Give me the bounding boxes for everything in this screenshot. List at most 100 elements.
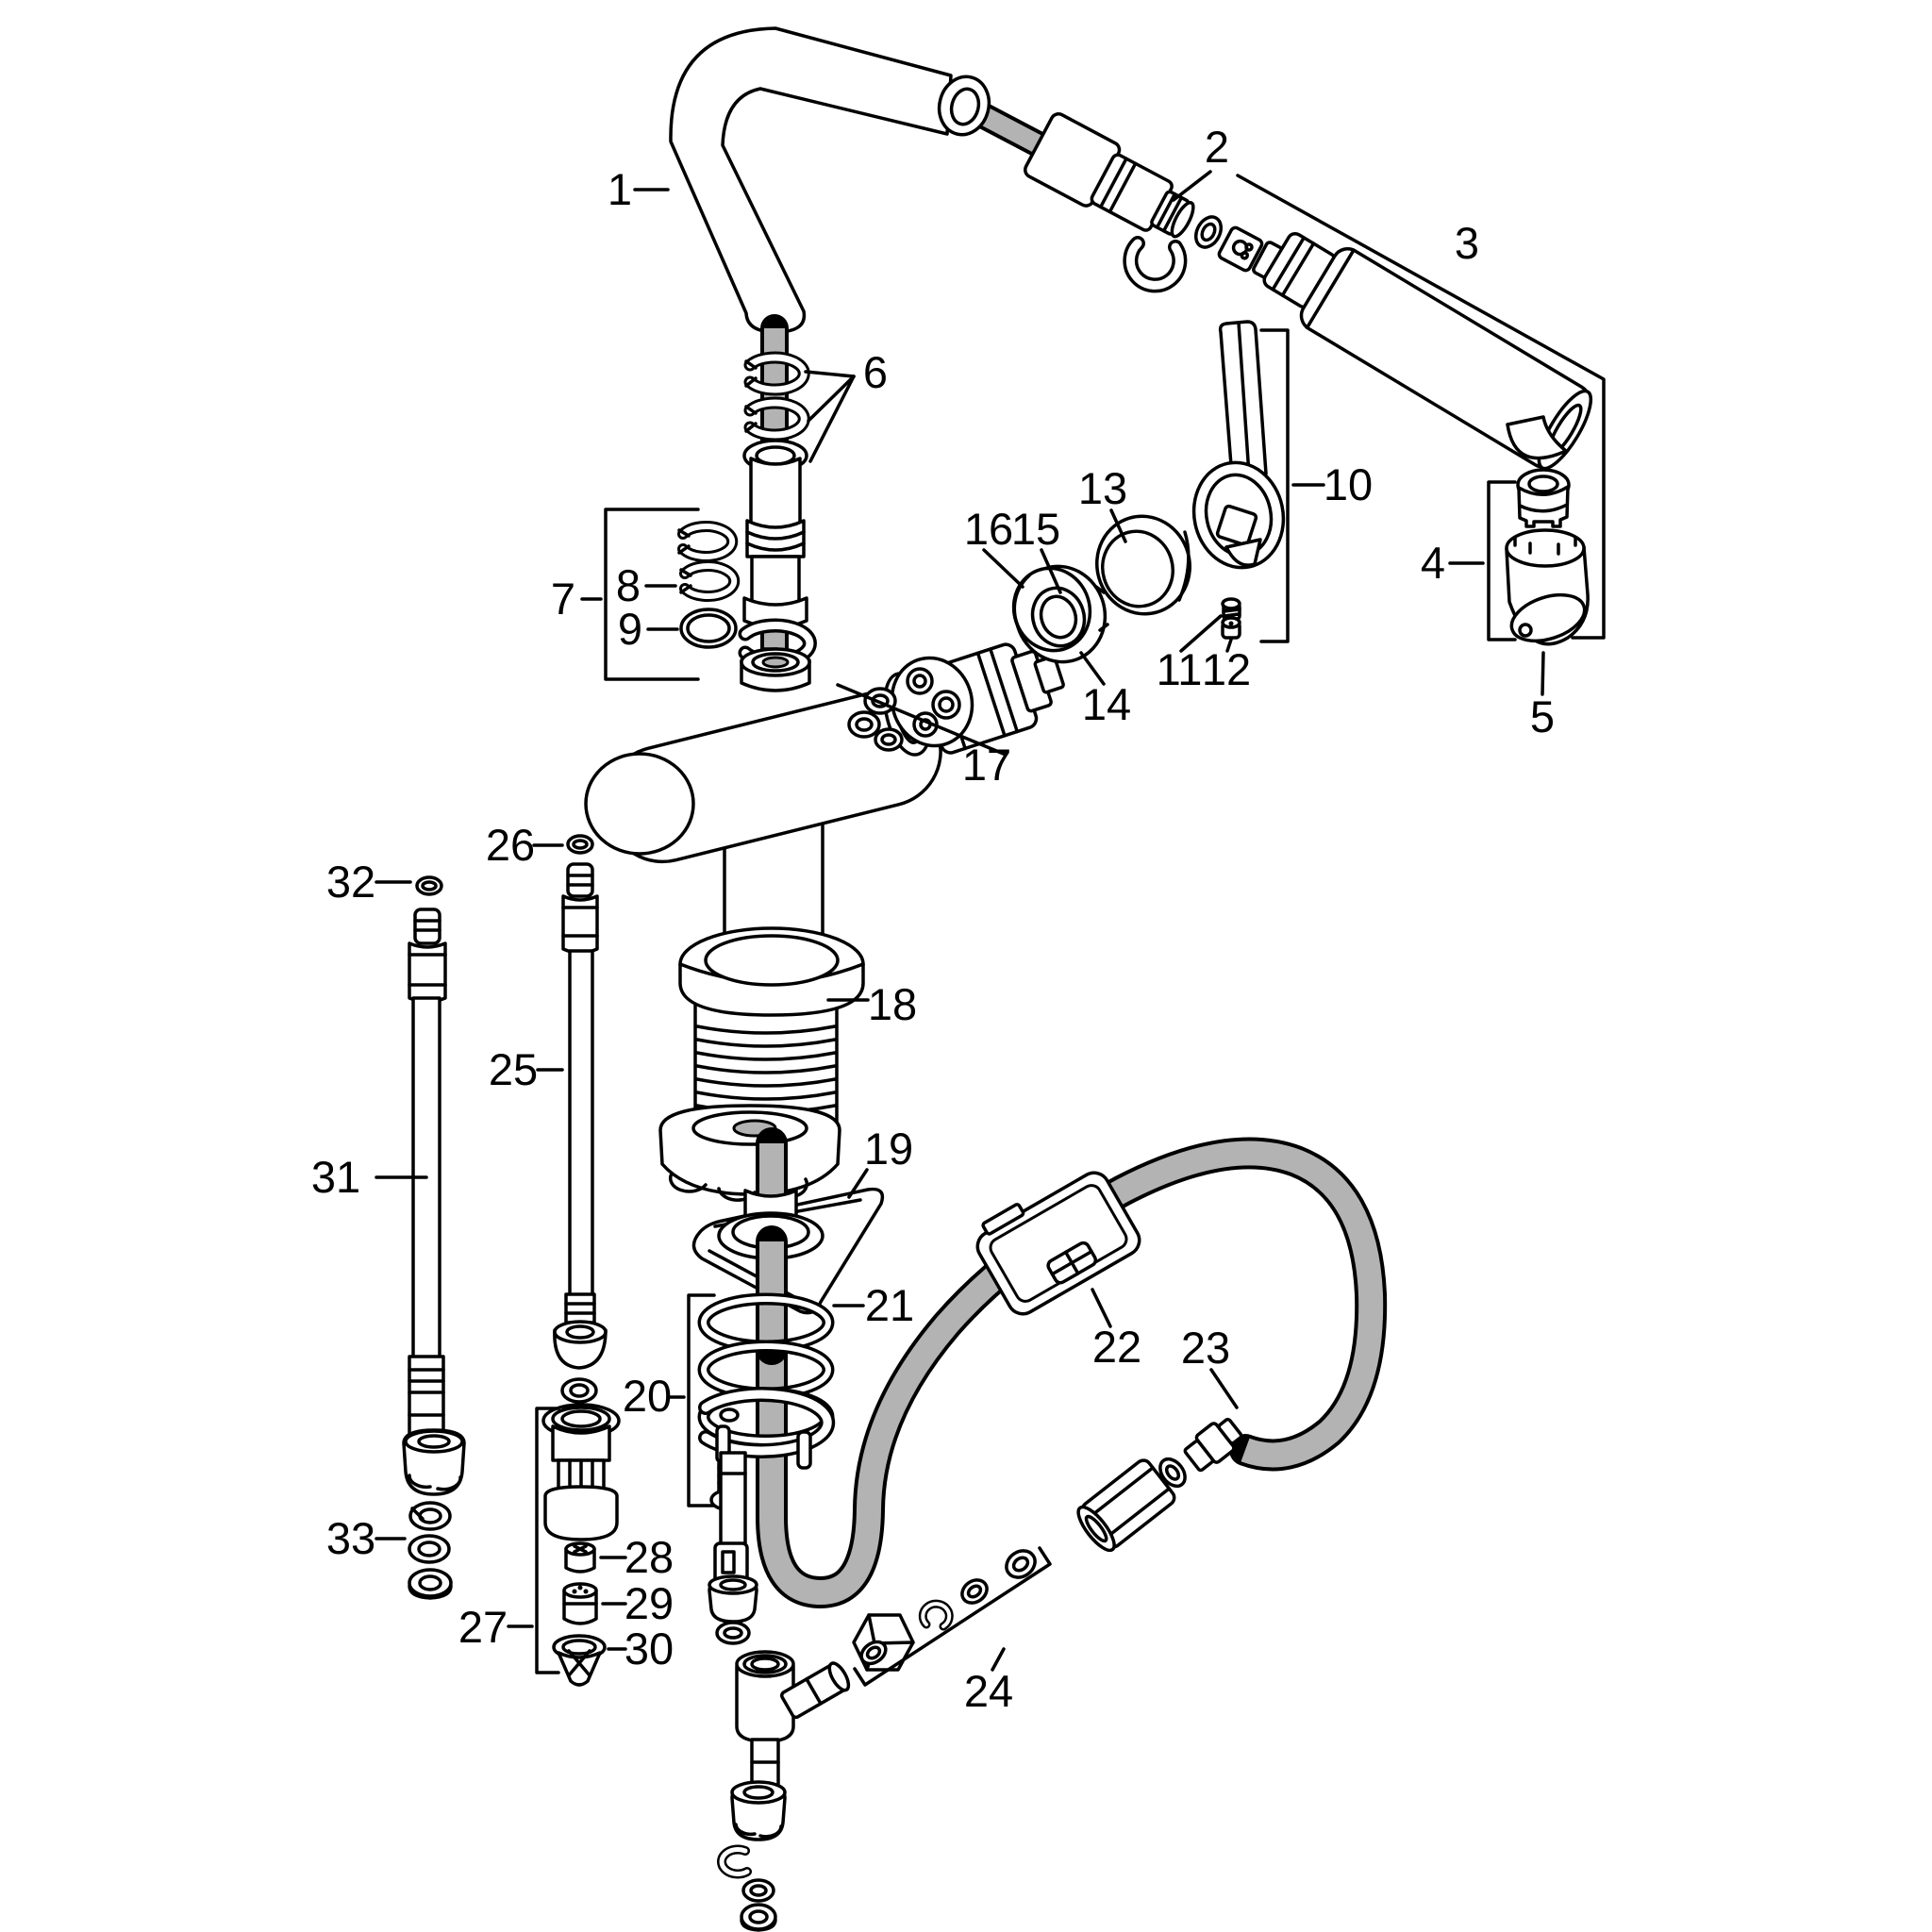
part-number-14: 14: [1082, 679, 1131, 729]
part-number-15: 15: [1011, 504, 1060, 554]
outlet-pipe-assembly: [708, 1451, 851, 1932]
spray-face-insert: [1505, 528, 1590, 646]
callout-23: 23: [1181, 1323, 1239, 1409]
part-number-29: 29: [625, 1578, 674, 1628]
o-ring-small: [1193, 215, 1224, 249]
bracket-line: [1259, 328, 1290, 643]
part-number-1: 1: [608, 164, 632, 214]
callout-7: 7: [551, 508, 700, 681]
non-return-valve: [562, 1582, 598, 1625]
bracket-line: [687, 1293, 716, 1507]
callout-32: 32: [326, 857, 412, 907]
part-number-11: 11: [1157, 644, 1203, 694]
bracket-line: [853, 1546, 1052, 1687]
part-number-8: 8: [616, 560, 641, 610]
part-number-3: 3: [1455, 218, 1479, 268]
spout-l-pipe: [669, 26, 1096, 334]
leader-line: [1172, 170, 1212, 202]
washer-set: [408, 1501, 453, 1600]
callout-27: 27: [458, 1407, 560, 1674]
callout-9: 9: [618, 604, 679, 654]
part-number-21: 21: [865, 1280, 914, 1330]
callout-15: 15: [1011, 504, 1062, 594]
leader-line: [1079, 651, 1106, 686]
leader-line: [991, 1647, 1006, 1672]
callout-3: 3: [1236, 174, 1606, 640]
part-number-32: 32: [326, 857, 375, 907]
part-number-12: 12: [1202, 644, 1251, 694]
callout-11: 11: [1157, 614, 1223, 694]
callout-30: 30: [607, 1624, 674, 1674]
strainer-insert: [552, 1634, 607, 1687]
check-valve-assembly: [541, 1403, 621, 1541]
callout-6: 6: [804, 347, 888, 463]
pull-out-spray-head: [1262, 231, 1593, 471]
callout-33: 33: [326, 1513, 407, 1563]
bracket-line: [535, 1407, 560, 1674]
callout-1: 1: [608, 164, 670, 214]
cartridge-with-o-rings: [847, 642, 1065, 755]
part-number-16: 16: [964, 504, 1013, 554]
hose-connection-set: [1024, 112, 1297, 293]
leader-line: [847, 1168, 869, 1199]
callout-16: 16: [964, 504, 1024, 589]
hose-connector-fitting: [1076, 1417, 1243, 1553]
supply-hose-short: [553, 862, 608, 1404]
part-number-20: 20: [623, 1371, 672, 1421]
o-ring-32: [415, 875, 443, 896]
callout-29: 29: [601, 1578, 674, 1628]
aerator-set: [1516, 468, 1571, 528]
callout-14: 14: [1079, 651, 1131, 729]
handle-lever: [1191, 320, 1286, 570]
part-number-10: 10: [1324, 459, 1373, 509]
leader-line: [807, 375, 856, 423]
leader-line: [1109, 508, 1127, 543]
callout-20: 20: [623, 1293, 716, 1507]
set-screw: [1221, 597, 1241, 621]
leader-line: [1209, 1368, 1239, 1409]
callout-5: 5: [1530, 651, 1555, 741]
part-number-33: 33: [326, 1513, 375, 1563]
part-number-27: 27: [458, 1602, 508, 1652]
flow-regulator: [1217, 225, 1264, 273]
callout-2: 2: [1172, 122, 1229, 202]
callout-22: 22: [1091, 1288, 1141, 1372]
leader-line: [1225, 638, 1233, 653]
part-number-26: 26: [486, 820, 535, 870]
part-number-30: 30: [625, 1624, 674, 1674]
callout-25: 25: [489, 1044, 564, 1094]
part-number-18: 18: [868, 979, 917, 1029]
bracket-line: [604, 508, 700, 681]
supply-hose-long: [402, 908, 466, 1496]
base-escutcheon-with-shank: [658, 926, 865, 1202]
part-number-25: 25: [489, 1044, 538, 1094]
triangle-mounting-plate: [691, 1187, 885, 1365]
leader-line: [1040, 548, 1062, 594]
leader-line: [804, 370, 856, 378]
callout-24: 24: [853, 1546, 1052, 1716]
callout-4: 4: [1421, 480, 1517, 641]
callout-21: 21: [832, 1280, 914, 1330]
pull-out-hose: [756, 1127, 1388, 1609]
callout-17: 17: [836, 683, 1011, 790]
handle-sleeve-ring: [1095, 514, 1191, 616]
callout-8: 8: [616, 560, 677, 610]
bracket-line: [1487, 480, 1517, 641]
bracket-line: [1236, 174, 1606, 640]
part-number-7: 7: [551, 574, 575, 624]
slide-bearing-rings: [677, 521, 741, 602]
callout-13: 13: [1078, 463, 1127, 543]
part-number-9: 9: [618, 604, 642, 654]
callout-28: 28: [599, 1532, 674, 1582]
hose-weight: [975, 1171, 1141, 1316]
screw-plug: [1221, 616, 1241, 640]
callout-31: 31: [311, 1152, 428, 1202]
part-number-4: 4: [1421, 538, 1445, 588]
part-number-28: 28: [625, 1532, 674, 1582]
o-ring-9: [679, 608, 738, 649]
part-number-19: 19: [864, 1124, 913, 1174]
leader-line: [836, 683, 1008, 757]
part-number-23: 23: [1181, 1323, 1230, 1373]
leader-line: [1091, 1288, 1112, 1328]
